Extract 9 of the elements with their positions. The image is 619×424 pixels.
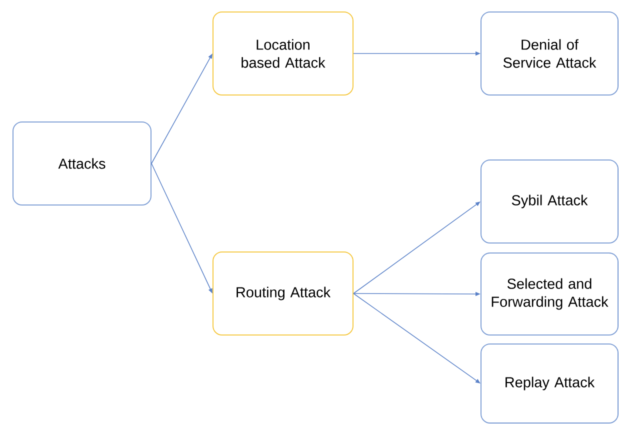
attack-box: Sybil Attack bbox=[480, 160, 618, 244]
attack-box: Attacks bbox=[12, 122, 152, 206]
attack-box: Denial of Service Attack bbox=[480, 12, 618, 96]
attack-box: Location based Attack bbox=[212, 12, 354, 96]
arrow bbox=[353, 202, 480, 294]
attack-box: Replay Attack bbox=[480, 344, 618, 424]
attack-box: Selected and Forwarding Attack bbox=[480, 252, 618, 336]
arrow bbox=[353, 293, 480, 384]
attack-box: Routing Attack bbox=[212, 252, 354, 336]
